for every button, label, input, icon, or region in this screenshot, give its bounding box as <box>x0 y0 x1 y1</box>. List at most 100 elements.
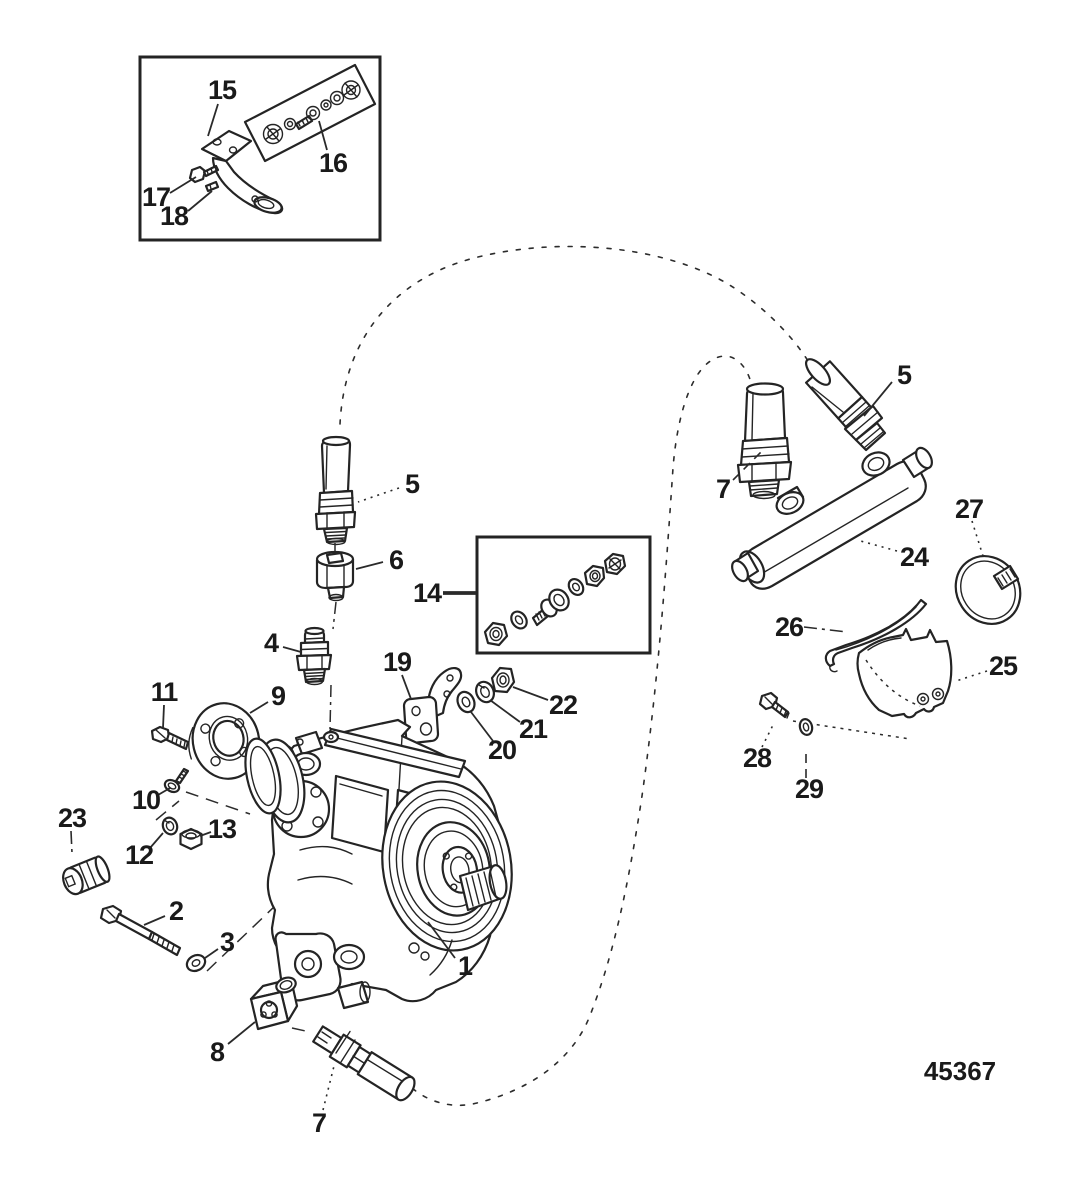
part-25-cover-plate <box>856 627 953 719</box>
part-15-bracket <box>200 129 284 215</box>
leader-line-3 <box>204 948 219 959</box>
leader-line-28 <box>761 722 775 748</box>
leader-line-19 <box>401 674 412 700</box>
part-18-pin <box>204 180 220 193</box>
leader-line-13 <box>199 831 212 837</box>
callout-16: 16 <box>319 148 348 178</box>
callout-1: 1 <box>458 951 473 981</box>
part-1-transmission <box>244 718 513 1010</box>
leader-line-2 <box>143 915 166 926</box>
callout-10: 10 <box>132 785 160 815</box>
leader-line-18 <box>187 190 213 212</box>
drawing-number: 45367 <box>924 1056 996 1086</box>
callout-11: 11 <box>151 677 179 707</box>
leader-line-27 <box>971 520 984 557</box>
leader-line-17 <box>169 176 197 194</box>
kit-washer-b <box>567 578 585 596</box>
part-10-screw <box>163 767 190 794</box>
callout-8: 8 <box>210 1037 225 1067</box>
kit-washer-a <box>510 610 528 630</box>
part-17-screw <box>188 164 220 184</box>
part-4-sender <box>295 626 333 686</box>
callout-12: 12 <box>125 840 153 870</box>
leader-line-12 <box>149 832 164 849</box>
callout-9: 9 <box>271 681 286 711</box>
part-29-washer <box>798 718 814 736</box>
callout-28: 28 <box>743 743 772 773</box>
leader-line-4 <box>282 646 302 653</box>
leader-line-20 <box>470 711 494 742</box>
hose-routing-lines <box>339 245 814 1107</box>
part-26-strip <box>824 598 928 673</box>
inset-box-fitting-kit <box>475 535 652 655</box>
kit-fitting <box>531 588 570 627</box>
leader-line-7-bottom <box>322 1065 335 1111</box>
leader-line-5-right <box>863 381 893 417</box>
callout-21: 21 <box>519 714 548 744</box>
part-16-fastener-plate <box>243 63 377 163</box>
leader-line-6 <box>355 561 384 570</box>
part-7-hose-fitting-right <box>736 382 793 500</box>
part-8-elbow-block <box>249 976 299 1031</box>
callout-26: 26 <box>775 612 804 642</box>
callout-3: 3 <box>220 927 235 957</box>
install-axis-upper <box>332 601 337 630</box>
leader-line-8 <box>227 1021 256 1045</box>
callout-13: 13 <box>208 814 237 844</box>
leader-line-15 <box>207 103 219 137</box>
part-28-bolt <box>758 691 790 719</box>
callout-15: 15 <box>208 75 237 105</box>
part-7-hose-fitting-bottom <box>312 1025 416 1102</box>
callout-19: 19 <box>383 647 412 677</box>
callout-27: 27 <box>955 494 983 524</box>
kit-nut-a <box>483 621 509 647</box>
callout-4: 4 <box>264 628 279 658</box>
install-axis-lower <box>329 684 332 730</box>
part-12-lock-washer <box>161 816 179 836</box>
leader-line-1 <box>427 921 456 959</box>
part-13-nut <box>179 827 203 851</box>
part-11-bolt <box>150 725 190 751</box>
part-20-washer <box>456 690 476 714</box>
leader-line-16 <box>318 120 328 151</box>
leader-line-22 <box>512 686 549 701</box>
callout-7-bottom: 7 <box>312 1108 326 1138</box>
part-27-hose-clamp <box>954 555 1022 625</box>
callout-7-right: 7 <box>716 474 730 504</box>
callout-17: 17 <box>142 182 170 212</box>
callout-24: 24 <box>900 542 929 572</box>
callout-20: 20 <box>488 735 516 765</box>
leader-line-21 <box>489 699 521 723</box>
part-24-fluid-cooler <box>731 446 933 590</box>
callout-23: 23 <box>58 803 87 833</box>
callout-25: 25 <box>989 651 1018 681</box>
part-5-hose-fitting-right <box>804 358 887 452</box>
leader-line-5-left <box>357 487 400 503</box>
part-3-washer <box>185 953 207 973</box>
callout-6: 6 <box>389 545 404 575</box>
part-6-connector-fitting <box>315 543 355 602</box>
part-23-plug <box>62 855 111 896</box>
part-19-bracket <box>402 667 463 745</box>
callout-29: 29 <box>795 774 824 804</box>
kit-nut-b <box>583 564 606 588</box>
inset-box-bracket-kit <box>138 55 382 242</box>
callout-2: 2 <box>169 896 183 926</box>
part-9-flange <box>188 702 261 780</box>
callout-5-left: 5 <box>405 469 420 499</box>
part-5-hose-fitting-left <box>314 435 357 546</box>
kit-nut-c <box>603 552 627 576</box>
leader-line-25 <box>955 670 988 682</box>
part-2-bolt <box>99 904 182 957</box>
leader-line-7-right <box>732 451 762 481</box>
part-22-nut <box>490 666 516 694</box>
leader-line-26 <box>803 626 848 633</box>
callout-14: 14 <box>413 578 442 608</box>
callout-5-right: 5 <box>897 360 912 390</box>
leader-line-10 <box>157 787 171 796</box>
part-21-lock-washer <box>475 680 495 704</box>
leader-line-24 <box>856 539 898 552</box>
